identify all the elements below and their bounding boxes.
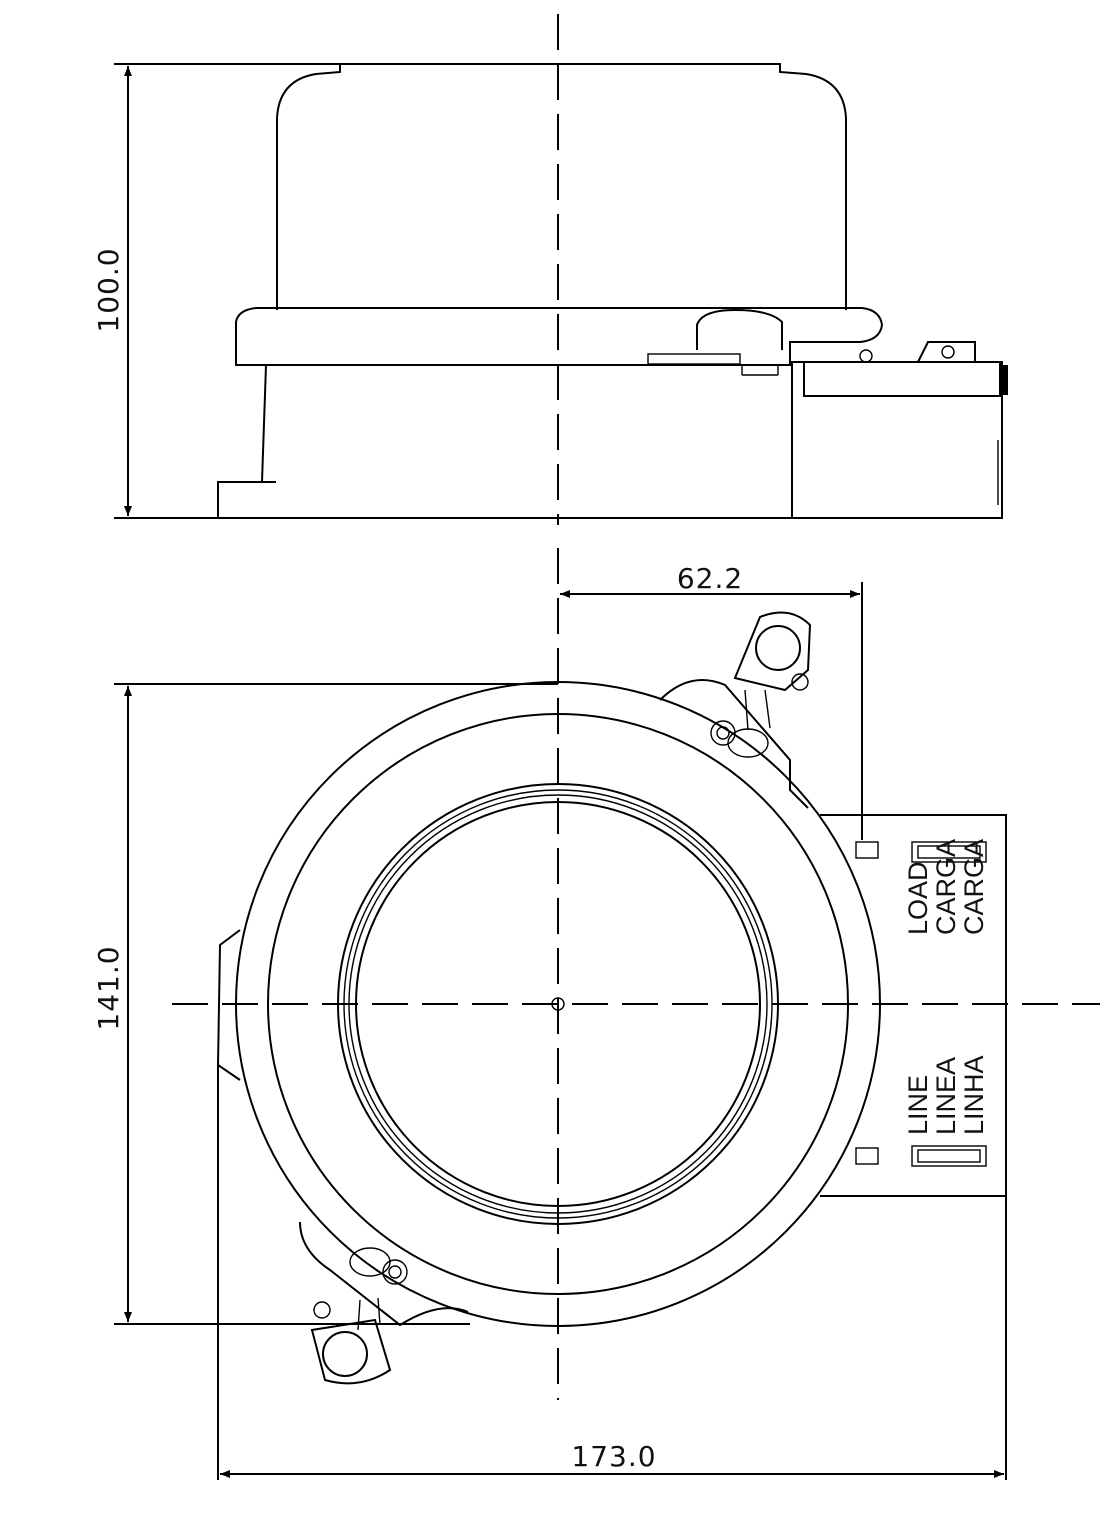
line-label-en: LINE bbox=[903, 1075, 933, 1135]
top-view: LOAD CARGA CARGA LINE LINEA LINHA 62.2 1… bbox=[92, 548, 1100, 1480]
line-label-pt: LINHA bbox=[959, 1055, 989, 1135]
side-view: 100.0 bbox=[92, 14, 1008, 525]
housing-ring bbox=[267, 713, 849, 1295]
load-label-en: LOAD bbox=[903, 861, 933, 935]
load-label-group: LOAD CARGA CARGA bbox=[903, 839, 989, 935]
load-label-es: CARGA bbox=[931, 839, 961, 935]
mounting-ear-bottom bbox=[299, 1221, 469, 1385]
terminal-block bbox=[791, 361, 1003, 519]
base-flange bbox=[235, 307, 884, 366]
load-terminal-slot bbox=[911, 841, 987, 863]
housing-outer bbox=[235, 681, 881, 1327]
center-point bbox=[551, 997, 565, 1011]
mount-leg bbox=[217, 364, 276, 518]
line-terminal-slot bbox=[911, 1145, 987, 1167]
mounting-ear-top bbox=[659, 611, 812, 809]
depth-dimension-label: 141.0 bbox=[92, 945, 125, 1030]
cover-dome bbox=[276, 63, 847, 310]
line-label-group: LINE LINEA LINHA bbox=[903, 1055, 989, 1135]
load-label-pt: CARGA bbox=[959, 839, 989, 935]
height-dimension-label: 100.0 bbox=[92, 247, 125, 332]
terminal-plate bbox=[820, 814, 1007, 1197]
width-dimension-label: 173.0 bbox=[571, 1440, 656, 1473]
window-outer-ring bbox=[337, 783, 779, 1225]
terminal-clip bbox=[917, 341, 976, 363]
left-bracket bbox=[216, 929, 241, 1081]
flange-tab bbox=[696, 308, 783, 350]
line-label-es: LINEA bbox=[931, 1057, 961, 1135]
window-inner-ring bbox=[355, 801, 761, 1207]
offset-dimension-label: 62.2 bbox=[677, 562, 743, 595]
